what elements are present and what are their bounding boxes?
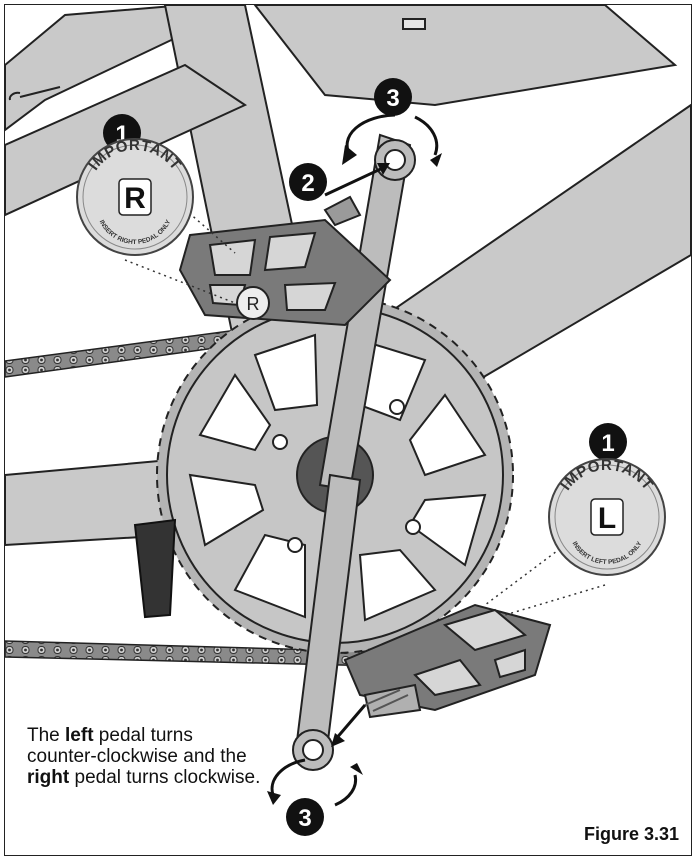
right-pedal-spindle — [323, 195, 362, 227]
rotation-arrow-left-b — [334, 774, 358, 807]
figure-label: Figure 3.31 — [583, 824, 679, 844]
pedal-direction-caption: The left pedal turns counter-clockwise a… — [27, 725, 267, 788]
chainring-cutout — [198, 373, 272, 452]
step-3-bottom: 3 — [286, 798, 324, 836]
step-3-top-label: 3 — [386, 85, 399, 112]
important-badge-left: IMPORTANT INSERT LEFT PEDAL ONLY L — [548, 457, 666, 576]
top-tube — [253, 5, 678, 107]
kickstand-mount — [133, 518, 177, 619]
top-tube-left — [5, 5, 246, 132]
insert-arrow-right — [324, 165, 386, 197]
bicycle-pedal-illustration: R 1 — [5, 5, 691, 836]
important-badge-right: IMPORTANT INSERT RIGHT PEDAL ONLY R — [76, 137, 194, 256]
pedal-r-marker-text: R — [247, 294, 260, 314]
left-pedal — [343, 603, 552, 719]
chainring-cutout — [408, 393, 487, 477]
badge-right-letter: R — [124, 182, 146, 215]
rotation-arrow-left-a — [270, 758, 306, 796]
arrow-heads — [267, 145, 442, 805]
step-2: 2 — [289, 163, 327, 201]
caption-part3: pedal turns clockwise. — [69, 767, 261, 788]
badge-left-letter: L — [598, 502, 616, 535]
chainring-cutout — [188, 473, 265, 547]
caption-part1: The — [27, 725, 66, 746]
right-pedal: R — [178, 195, 392, 327]
caption-left-word: left — [65, 725, 94, 746]
pedal-thread-hole-right — [384, 149, 406, 171]
figure-frame: R 1 — [4, 4, 692, 856]
step-3-bottom-label: 3 — [298, 805, 311, 832]
chainring-cutout — [358, 548, 437, 622]
rotation-arrows — [270, 113, 439, 807]
step-3-top: 3 — [374, 78, 412, 116]
pedal-thread-hole-left — [302, 739, 324, 761]
step-1-left: 1 — [589, 423, 627, 461]
chainring-cutout — [233, 533, 306, 619]
rotation-arrow-right-b — [414, 115, 439, 156]
caption-right-word: right — [27, 767, 70, 788]
caption-part2: pedal turns counter-clockwise and the — [27, 725, 247, 767]
insert-arrow-left — [333, 704, 367, 741]
step-1-left-label: 1 — [601, 430, 614, 457]
chainring-cutout — [253, 333, 319, 412]
pedal-r-marker — [236, 286, 270, 320]
step-2-label: 2 — [301, 170, 314, 197]
